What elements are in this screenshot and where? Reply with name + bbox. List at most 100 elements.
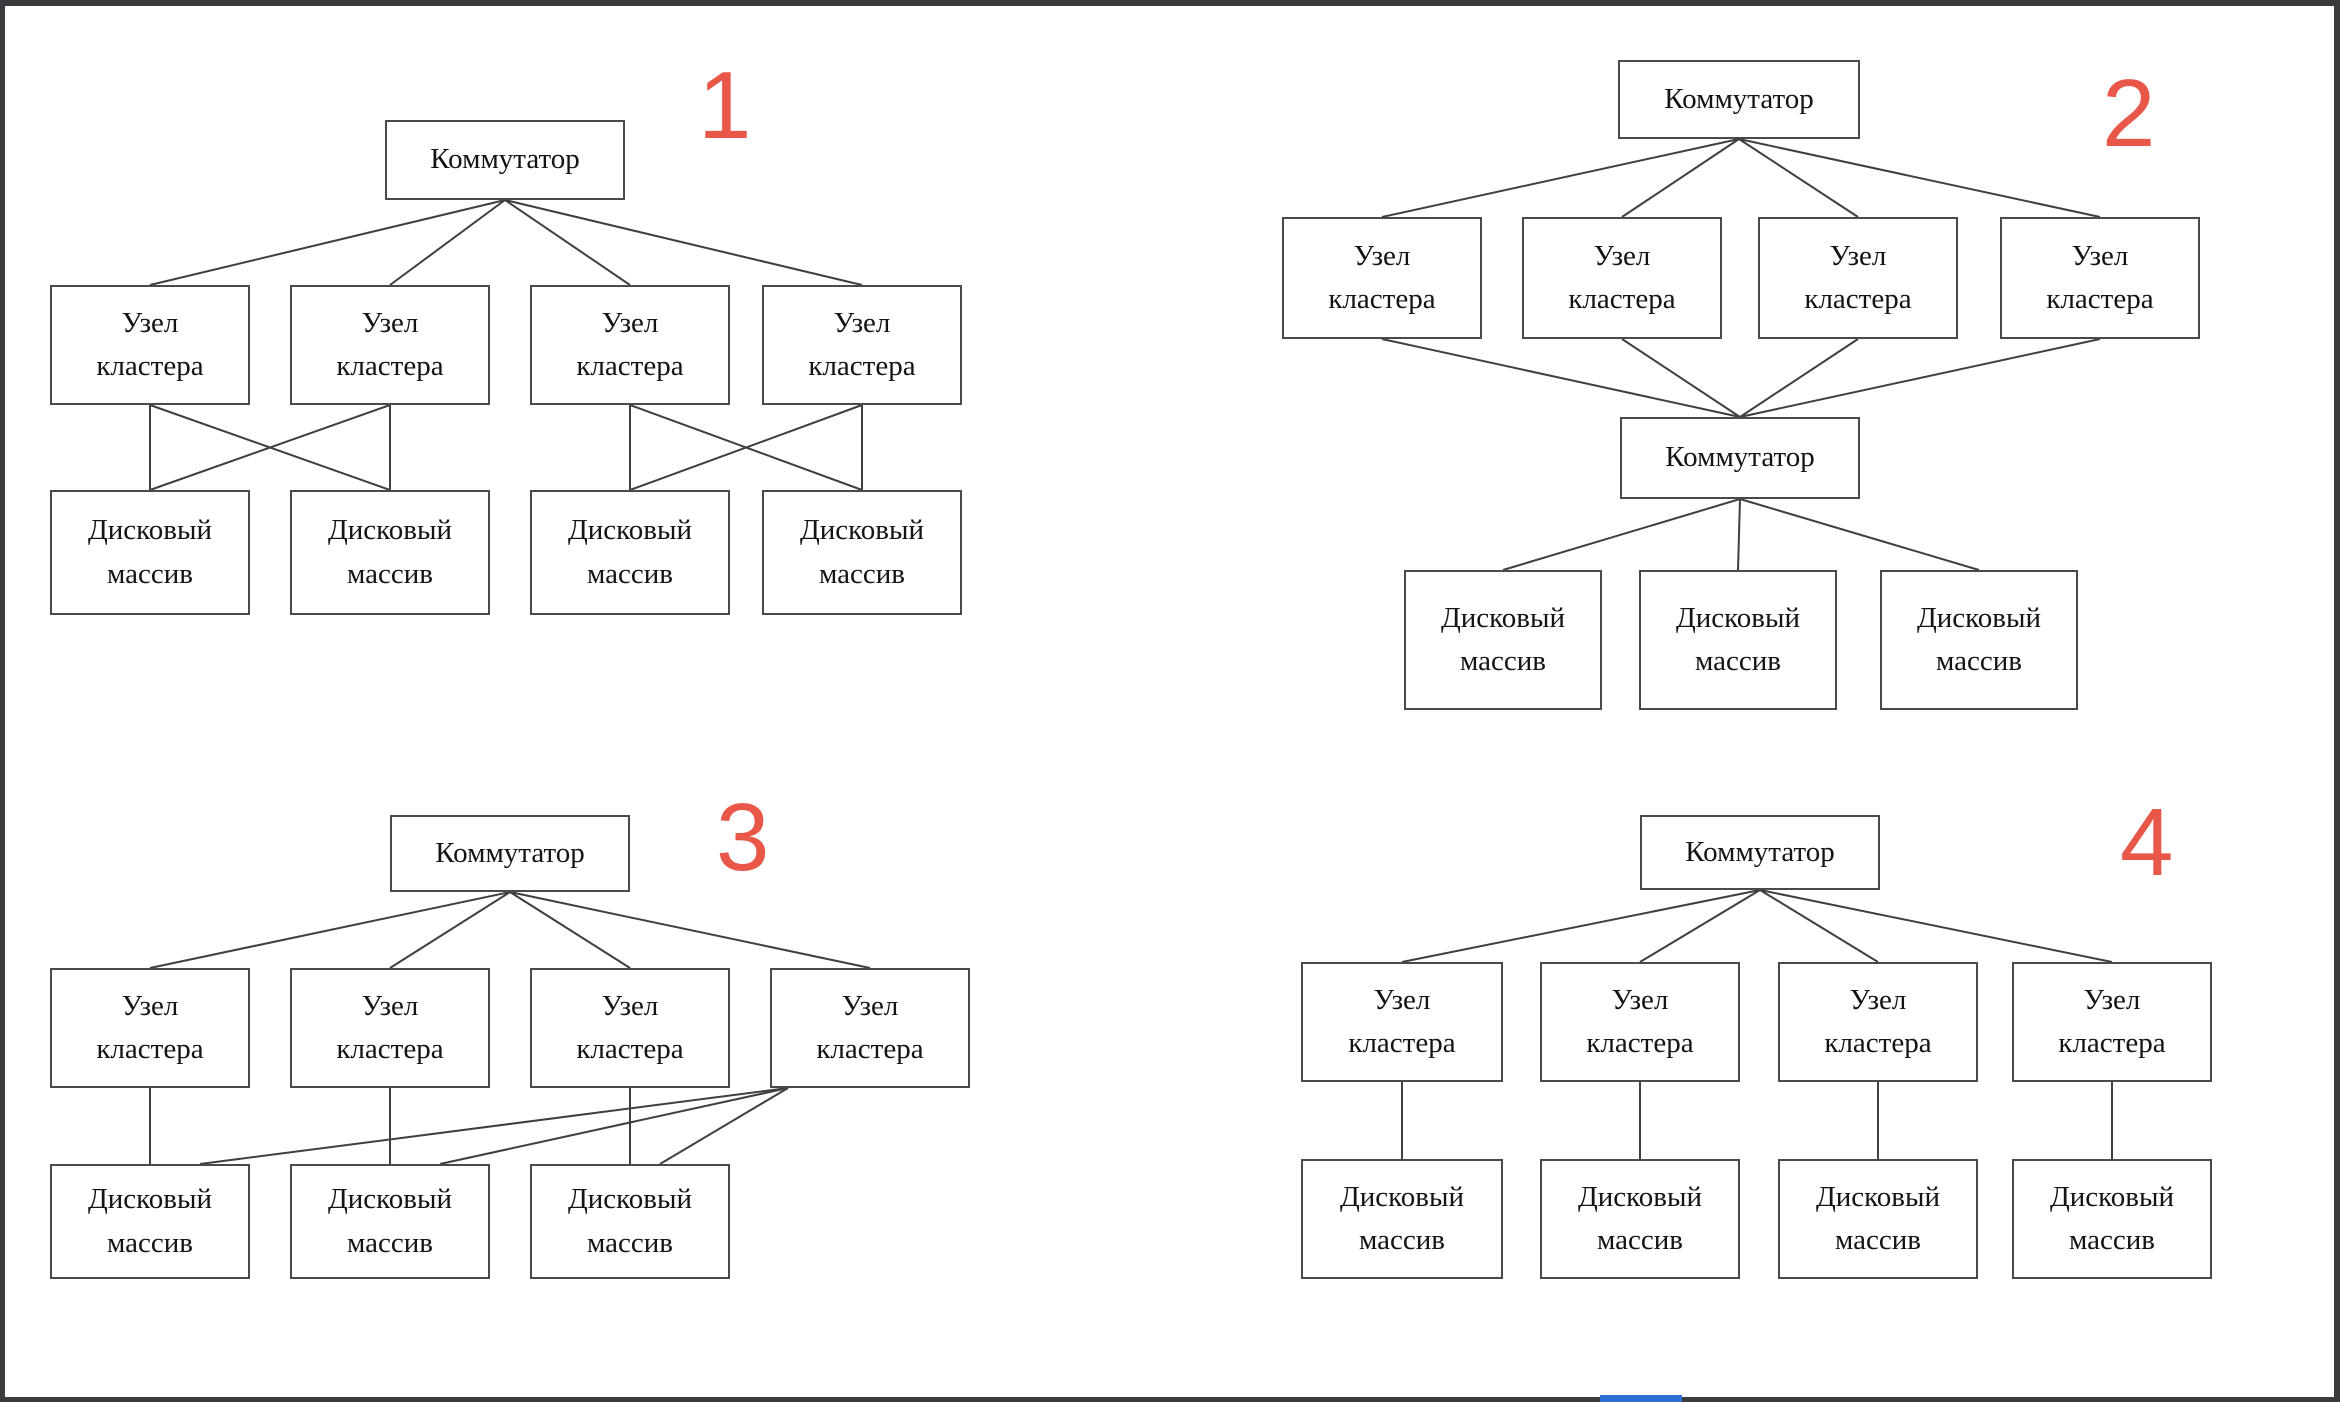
box-label-line: Узел <box>1849 983 1907 1016</box>
connection-line <box>389 199 506 286</box>
disk-array-box: Дисковый массив <box>1778 1159 1978 1279</box>
box-label-line: массив <box>1835 1224 1921 1256</box>
connection-line <box>149 891 511 969</box>
frame-bottom-accent <box>1600 1395 1682 1402</box>
switch-box: Коммутатор <box>1640 815 1880 890</box>
box-label-line: Дисковый <box>1578 1180 1702 1213</box>
box-label-line: Узел <box>121 989 179 1022</box>
switch-box: Коммутатор <box>1620 417 1860 499</box>
cluster-node-box: Узел кластера <box>1301 962 1503 1082</box>
connection-line <box>629 404 863 491</box>
box-label-line: Узел <box>841 989 899 1022</box>
box-label-line: Узел <box>601 989 659 1022</box>
box-label-line: Узел <box>2083 983 2141 1016</box>
box-label-line: Узел <box>1829 239 1887 272</box>
box-label-line: Дисковый <box>88 514 212 546</box>
frame-bottom-edge <box>0 1397 2340 1402</box>
box-label-line: Дисковый <box>1340 1180 1464 1213</box>
diagram-number-1: 1 <box>698 52 752 159</box>
box-label-line: Узел <box>833 306 891 339</box>
cluster-node-box: Узел кластера <box>1540 962 1740 1082</box>
connection-line <box>659 1087 789 1165</box>
box-label-line: массив <box>2069 1224 2155 1256</box>
box-label-line: массив <box>819 557 905 590</box>
connection-line <box>1381 138 1740 218</box>
box-label-line: Узел <box>1611 983 1669 1016</box>
diagram-number-2: 2 <box>2102 60 2156 167</box>
box-label-line: Дисковый <box>328 1183 452 1215</box>
diagram-number-3: 3 <box>716 784 770 891</box>
box-label-line: массив <box>587 557 673 590</box>
box-label-line: кластера <box>1586 1027 1694 1059</box>
box-label-line: кластера <box>336 1033 444 1065</box>
box-label-line: Узел <box>361 989 419 1022</box>
connection-line <box>504 199 863 286</box>
disk-array-box: Дисковый массив <box>530 1164 730 1279</box>
box-label-line: кластера <box>1348 1027 1456 1059</box>
connection-line <box>199 1087 789 1165</box>
cluster-node-box: Узел кластера <box>2012 962 2212 1082</box>
diagram-number-4: 4 <box>2120 789 2174 896</box>
connection-line <box>389 891 511 969</box>
connection-line <box>1502 498 1741 571</box>
connection-line <box>1401 889 1761 963</box>
box-label-line: Узел <box>601 306 659 339</box>
box-label-line: массив <box>107 557 193 590</box>
box-label-line: Дисковый <box>1441 601 1565 634</box>
disk-array-box: Дисковый массив <box>1639 570 1837 710</box>
box-label-line: кластера <box>1804 283 1912 315</box>
box-label-line: массив <box>587 1226 673 1259</box>
connection-line <box>1738 138 1859 218</box>
box-label-line: Коммутатор <box>1685 835 1835 868</box>
box-label-line: кластера <box>96 1033 204 1065</box>
box-label-line: Коммутатор <box>435 836 585 869</box>
connection-line <box>1759 889 2113 963</box>
box-label-line: Дисковый <box>1917 601 2041 634</box>
cluster-node-box: Узел кластера <box>290 285 490 405</box>
switch-box: Коммутатор <box>390 815 630 892</box>
box-label-line: массив <box>1359 1224 1445 1256</box>
box-label-line: Узел <box>361 306 419 339</box>
cluster-node-box: Узел кластера <box>2000 217 2200 339</box>
box-label-line: Дисковый <box>1676 601 1800 634</box>
box-label-line: Узел <box>1593 239 1651 272</box>
box-label-line: Узел <box>1373 983 1431 1016</box>
connection-line <box>1621 338 1741 418</box>
connection-line <box>439 1087 789 1165</box>
box-label-line: Коммутатор <box>430 143 580 176</box>
connection-line <box>509 891 631 969</box>
box-label-line: кластера <box>1328 283 1436 315</box>
box-label-line: массив <box>1695 645 1781 677</box>
cluster-node-box: Узел кластера <box>50 968 250 1088</box>
switch-box: Коммутатор <box>1618 60 1860 139</box>
box-label-line: кластера <box>816 1033 924 1065</box>
box-label-line: Дисковый <box>2050 1180 2174 1213</box>
cluster-node-box: Узел кластера <box>770 968 970 1088</box>
box-label-line: массив <box>107 1226 193 1259</box>
frame-left-edge <box>0 0 5 1397</box>
box-label-line: кластера <box>2046 283 2154 315</box>
box-label-line: Дисковый <box>568 1183 692 1215</box>
connection-line <box>1739 338 1859 418</box>
disk-array-box: Дисковый массив <box>50 1164 250 1279</box>
box-label-line: кластера <box>336 350 444 382</box>
box-label-line: Дисковый <box>88 1183 212 1215</box>
disk-array-box: Дисковый массив <box>530 490 730 615</box>
box-label-line: массив <box>1936 645 2022 677</box>
box-label-line: Дисковый <box>568 514 692 546</box>
cluster-node-box: Узел кластера <box>1758 217 1958 339</box>
disk-array-box: Дисковый массив <box>50 490 250 615</box>
box-label-line: кластера <box>2058 1027 2166 1059</box>
box-label-line: Дисковый <box>1816 1180 1940 1213</box>
box-label-line: Узел <box>2071 239 2129 272</box>
